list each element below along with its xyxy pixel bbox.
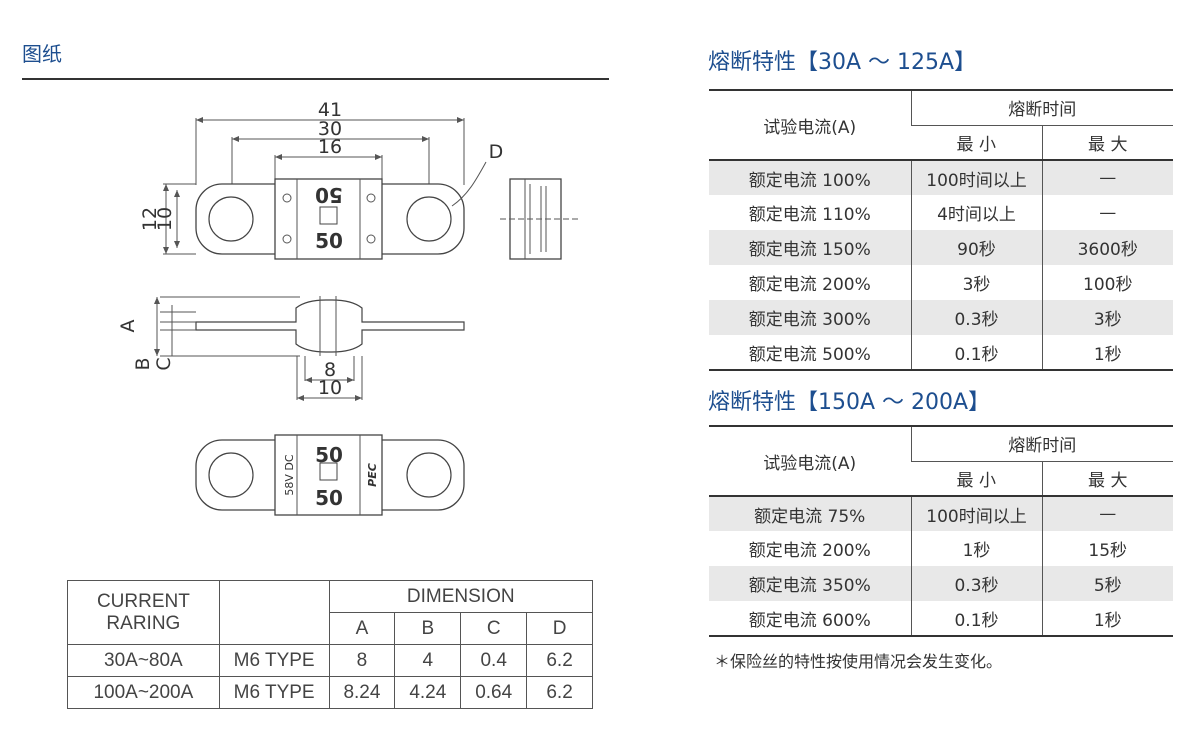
dim-col-a: A bbox=[328, 612, 396, 645]
dim-label-41: 41 bbox=[318, 99, 342, 121]
dim-col-c: C bbox=[460, 612, 528, 645]
arrows-a bbox=[154, 297, 160, 356]
leader-d bbox=[451, 161, 487, 207]
max-header: 最 大 bbox=[1041, 461, 1173, 497]
voltage-marking: 58V DC bbox=[283, 454, 296, 495]
dim-label-8: 8 bbox=[324, 359, 336, 381]
min-header: 最 小 bbox=[911, 125, 1042, 161]
fusing-time-header: 熔断时间 bbox=[910, 89, 1173, 126]
dim-col-d: D bbox=[526, 612, 593, 645]
test-current-header: 试验电流(A) bbox=[709, 425, 911, 497]
side-label-a: A bbox=[117, 320, 139, 333]
bottom-fuse-window bbox=[319, 462, 338, 481]
dim-label-d: D bbox=[489, 141, 504, 163]
drawing-section-title: 图纸 bbox=[22, 42, 62, 66]
dim-col-b: B bbox=[394, 612, 462, 645]
side-label-c: C bbox=[153, 357, 175, 370]
table-row: 额定电流 75% 100时间以上 — bbox=[709, 496, 1173, 531]
min-header: 最 小 bbox=[911, 461, 1042, 497]
screw-top-right bbox=[366, 193, 376, 203]
side-label-b: B bbox=[132, 357, 154, 370]
table-row: 额定电流 110% 4时间以上 — bbox=[709, 195, 1173, 230]
bottom-fuse-rating-top: 50 bbox=[315, 443, 343, 467]
table-row: 额定电流 200% 1秒 15秒 bbox=[709, 531, 1173, 566]
fuse-window bbox=[319, 206, 338, 225]
bottom-bolt-hole-left bbox=[208, 452, 254, 498]
fuse-rating-top: 50 bbox=[315, 183, 343, 207]
table-row: 额定电流 350% 0.3秒 5秒 bbox=[709, 566, 1173, 601]
dim-label-16: 16 bbox=[318, 136, 342, 158]
table-row: 额定电流 200% 3秒 100秒 bbox=[709, 265, 1173, 300]
table-row: 额定电流 150% 90秒 3600秒 bbox=[709, 230, 1173, 265]
table-row: 额定电流 500% 0.1秒 1秒 bbox=[709, 335, 1173, 371]
fuse-side-view bbox=[195, 299, 465, 353]
table-row: 额定电流 300% 0.3秒 3秒 bbox=[709, 300, 1173, 335]
dim-label-12: 12 bbox=[139, 207, 161, 231]
dim-label-30: 30 bbox=[318, 118, 342, 140]
fuse-table-1: 试验电流(A) 熔断时间 最 小 最 大 额定电流 100% 100时间以上 —… bbox=[709, 89, 1173, 371]
table-row: 额定电流 100% 100时间以上 — bbox=[709, 160, 1173, 195]
arrows-10-bottom bbox=[297, 395, 362, 401]
characteristics-note: ＊保险丝的特性按使用情况会发生变化。 bbox=[714, 652, 1003, 671]
fusing-time-header: 熔断时间 bbox=[910, 425, 1173, 462]
dimension-table: CURRENT RARING DIMENSION A B C D 30A~80A… bbox=[67, 580, 593, 709]
bolt-hole-right bbox=[406, 196, 452, 242]
fuse-table-1-title: 熔断特性【30A ～ 125A】 bbox=[708, 50, 977, 75]
dim-label-10-bottom: 10 bbox=[318, 377, 342, 399]
arrows-12 bbox=[163, 184, 169, 254]
max-header: 最 大 bbox=[1041, 125, 1173, 161]
table-row: 额定电流 600% 0.1秒 1秒 bbox=[709, 601, 1173, 637]
dimension-header: DIMENSION bbox=[328, 580, 593, 613]
table-row: 100A~200A M6 TYPE 8.24 4.24 0.64 6.2 bbox=[67, 676, 593, 709]
test-current-header: 试验电流(A) bbox=[709, 89, 911, 161]
fuse-technical-drawing: 41 30 16 D 12 10 A B C 8 10 50 50 50 50 … bbox=[117, 99, 580, 516]
title-divider bbox=[22, 78, 609, 80]
table-row: 30A~80A M6 TYPE 8 4 0.4 6.2 bbox=[67, 644, 593, 677]
fuse-table-2: 试验电流(A) 熔断时间 最 小 最 大 额定电流 75% 100时间以上 — … bbox=[709, 425, 1173, 637]
fuse-rating-bottom: 50 bbox=[315, 229, 343, 253]
fuse-table-2-title: 熔断特性【150A ～ 200A】 bbox=[708, 390, 991, 415]
arrows-10 bbox=[174, 190, 180, 248]
current-rating-header: CURRENT RARING bbox=[67, 580, 220, 645]
dim-label-10: 10 bbox=[154, 207, 176, 231]
screw-bottom-right bbox=[366, 234, 376, 244]
bottom-bolt-hole-right bbox=[406, 452, 452, 498]
bolt-hole-left bbox=[208, 196, 254, 242]
screw-top-left bbox=[282, 193, 292, 203]
bottom-fuse-rating-bottom: 50 bbox=[315, 486, 343, 510]
screw-bottom-left bbox=[282, 234, 292, 244]
fuse-end-view bbox=[509, 178, 562, 260]
type-header bbox=[218, 580, 330, 645]
brand-marking: PEC bbox=[366, 463, 379, 487]
